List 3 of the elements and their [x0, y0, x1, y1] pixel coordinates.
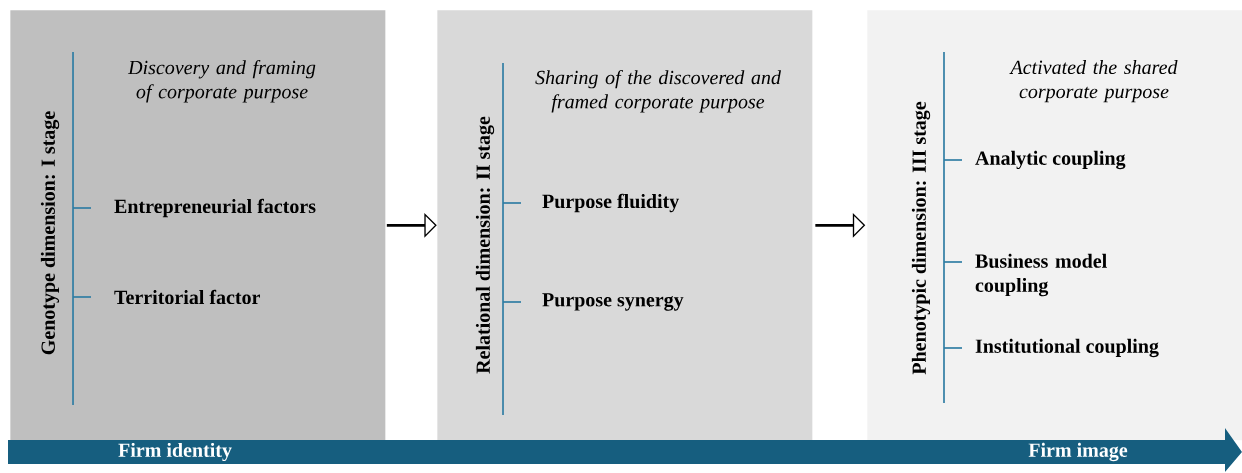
- stage-panel: Relational dimension: II stage Sharing of the discovered and framed corporate purpose Purpose fluidity Purpose synergy: [437, 10, 813, 441]
- stage-panel: Phenotypic dimension: III stage Activated the shared corporate purpose Analytic coupling Business model coupling Institutional coupling: [867, 10, 1242, 441]
- stage-panel: Genotype dimension: I stage Discovery and framing of corporate purpose Entrepreneurial factors Territorial factor: [10, 10, 386, 441]
